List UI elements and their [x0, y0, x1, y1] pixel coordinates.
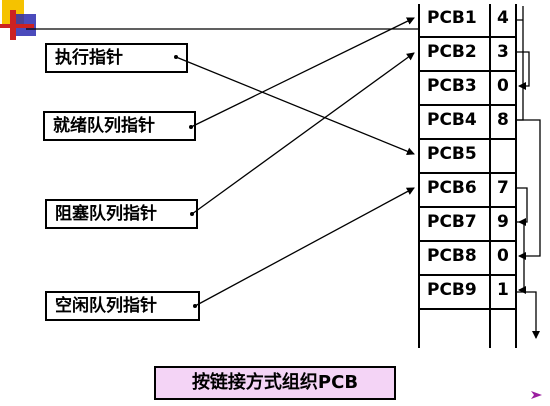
exec-pointer-text: 执行指针 — [55, 48, 123, 68]
free-queue-pointer-text: 空闲队列指针 — [55, 296, 157, 316]
blocked-queue-pointer-label: 阻塞队列指针 — [45, 199, 198, 229]
pcb-row-border — [418, 308, 517, 310]
pcb-row-border — [418, 36, 517, 38]
ready-queue-arrow — [190, 17, 415, 128]
exec-pointer-label: 执行指针 — [45, 43, 188, 73]
pcb-row-border — [418, 206, 517, 208]
pcb-next-pointer: 3 — [497, 42, 509, 62]
pcb-name: PCB6 — [427, 178, 477, 198]
link-pcb6-to-pcb7 — [517, 187, 528, 226]
pcb-name: PCB8 — [427, 246, 477, 266]
pcb-name: PCB1 — [427, 8, 477, 28]
link-pcb9-down — [517, 291, 540, 339]
pcb-next-pointer: 0 — [497, 76, 509, 96]
pcb-row-border — [418, 104, 517, 106]
pcb-row-border — [418, 138, 517, 140]
pcb-next-pointer: 0 — [497, 246, 509, 266]
pcb-name: PCB7 — [427, 212, 477, 232]
free-queue-pointer-label: 空闲队列指针 — [45, 291, 200, 321]
pcb-next-pointer: 4 — [497, 8, 509, 28]
pcb-table-right-border — [515, 4, 517, 348]
pcb-name: PCB9 — [427, 280, 477, 300]
pcb-row-border — [418, 240, 517, 242]
corner-logo — [0, 0, 36, 40]
pcb-row-border — [418, 172, 517, 174]
pcb-row-border — [418, 70, 517, 72]
ready-queue-pointer-text: 就绪队列指针 — [53, 116, 155, 136]
next-slide-arrow-icon[interactable] — [530, 388, 546, 402]
pcb-next-pointer: 8 — [497, 110, 509, 130]
blocked-queue-arrow — [191, 52, 415, 215]
exec-pointer-dot — [174, 55, 178, 59]
pcb-table-left-border — [418, 4, 420, 348]
exec-pointer-arrow — [175, 56, 415, 156]
free-queue-dot — [193, 304, 197, 308]
blocked-queue-dot — [190, 212, 194, 216]
diagram-caption: 按链接方式组织PCB — [154, 366, 396, 400]
link-pcb4-to-pcb8 — [517, 119, 541, 260]
link-pcb7-to-pcb9 — [517, 221, 526, 294]
pcb-name: PCB5 — [427, 144, 477, 164]
free-queue-arrow — [194, 187, 415, 307]
pcb-row-border — [418, 274, 517, 276]
pcb-name: PCB4 — [427, 110, 477, 130]
pcb-table-divider — [489, 4, 491, 348]
ready-queue-pointer-label: 就绪队列指针 — [43, 111, 196, 141]
pcb-next-pointer: 7 — [497, 178, 509, 198]
pcb-next-pointer: 9 — [497, 212, 509, 232]
link-pcb1-to-pcb4 — [517, 6, 524, 121]
pcb-name: PCB3 — [427, 76, 477, 96]
pcb-next-pointer: 1 — [497, 280, 509, 300]
ready-queue-dot — [189, 125, 193, 129]
blocked-queue-pointer-text: 阻塞队列指针 — [55, 204, 157, 224]
pcb-name: PCB2 — [427, 42, 477, 62]
